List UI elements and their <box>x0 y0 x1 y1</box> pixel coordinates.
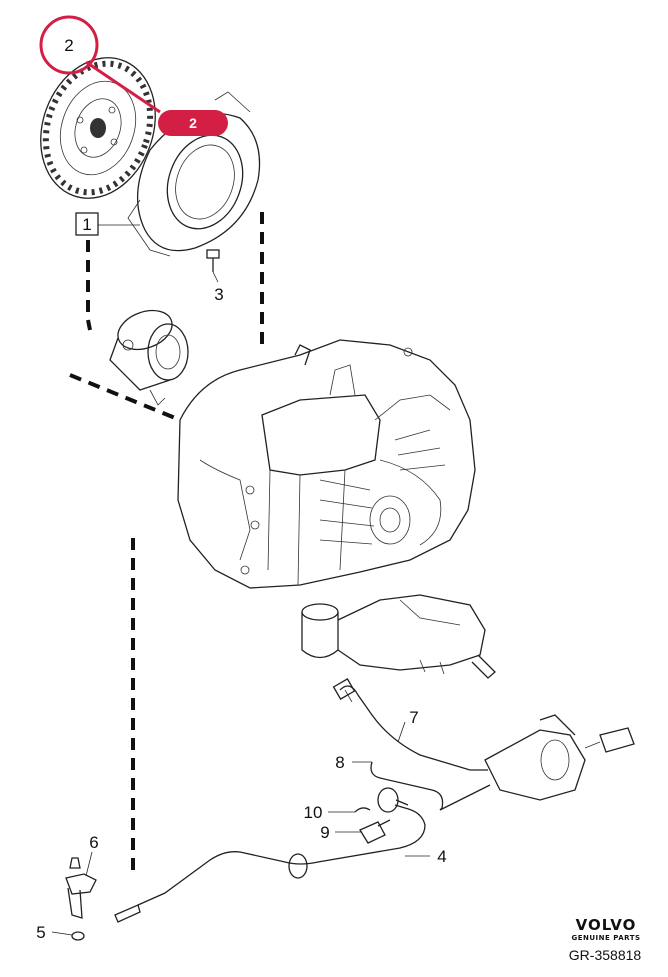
fitting-6[interactable] <box>65 857 97 919</box>
volvo-logo-subtext: GENUINE PARTS <box>571 934 640 942</box>
fluid-reservoir[interactable] <box>301 594 496 679</box>
pipe-8[interactable] <box>370 761 491 811</box>
leader-lines <box>51 224 430 936</box>
callout-2-pill-label: 2 <box>189 115 197 131</box>
bolt[interactable] <box>206 249 220 272</box>
gearbox-housing[interactable] <box>177 339 476 589</box>
highlight-pill-callout[interactable]: 2 <box>158 110 228 136</box>
clip-10[interactable] <box>354 807 371 813</box>
master-cylinder[interactable] <box>484 714 635 801</box>
callout-6-label[interactable]: 6 <box>89 833 98 852</box>
pressure-plate[interactable] <box>127 91 261 257</box>
release-bearing[interactable] <box>109 304 189 406</box>
pipe-4[interactable] <box>114 804 426 923</box>
highlight-circle-callout[interactable]: 2 <box>39 15 99 75</box>
callout-10-label[interactable]: 10 <box>304 803 323 822</box>
o-ring-5[interactable] <box>71 931 85 941</box>
volvo-logo-text: VOLVO <box>576 916 637 934</box>
callout-5-label[interactable]: 5 <box>36 923 45 942</box>
callout-2-circle-label: 2 <box>64 36 73 55</box>
clutch-disc[interactable] <box>22 42 175 215</box>
diagram-reference: GR-358818 <box>569 947 642 963</box>
callout-3-label[interactable]: 3 <box>214 285 223 304</box>
callout-4-label[interactable]: 4 <box>437 847 446 866</box>
coupling-9[interactable] <box>359 819 391 844</box>
assembly-guide-lines <box>69 212 264 875</box>
callout-1-label: 1 <box>82 215 91 234</box>
volvo-logo: VOLVO GENUINE PARTS <box>571 916 640 942</box>
callout-1[interactable]: 1 <box>75 212 99 236</box>
hose-7[interactable] <box>332 678 488 771</box>
connector-near-9[interactable] <box>377 787 409 813</box>
highlight-connector <box>85 60 161 114</box>
callout-8-label[interactable]: 8 <box>335 753 344 772</box>
callout-7-label[interactable]: 7 <box>409 708 418 727</box>
callout-9-label[interactable]: 9 <box>320 823 329 842</box>
